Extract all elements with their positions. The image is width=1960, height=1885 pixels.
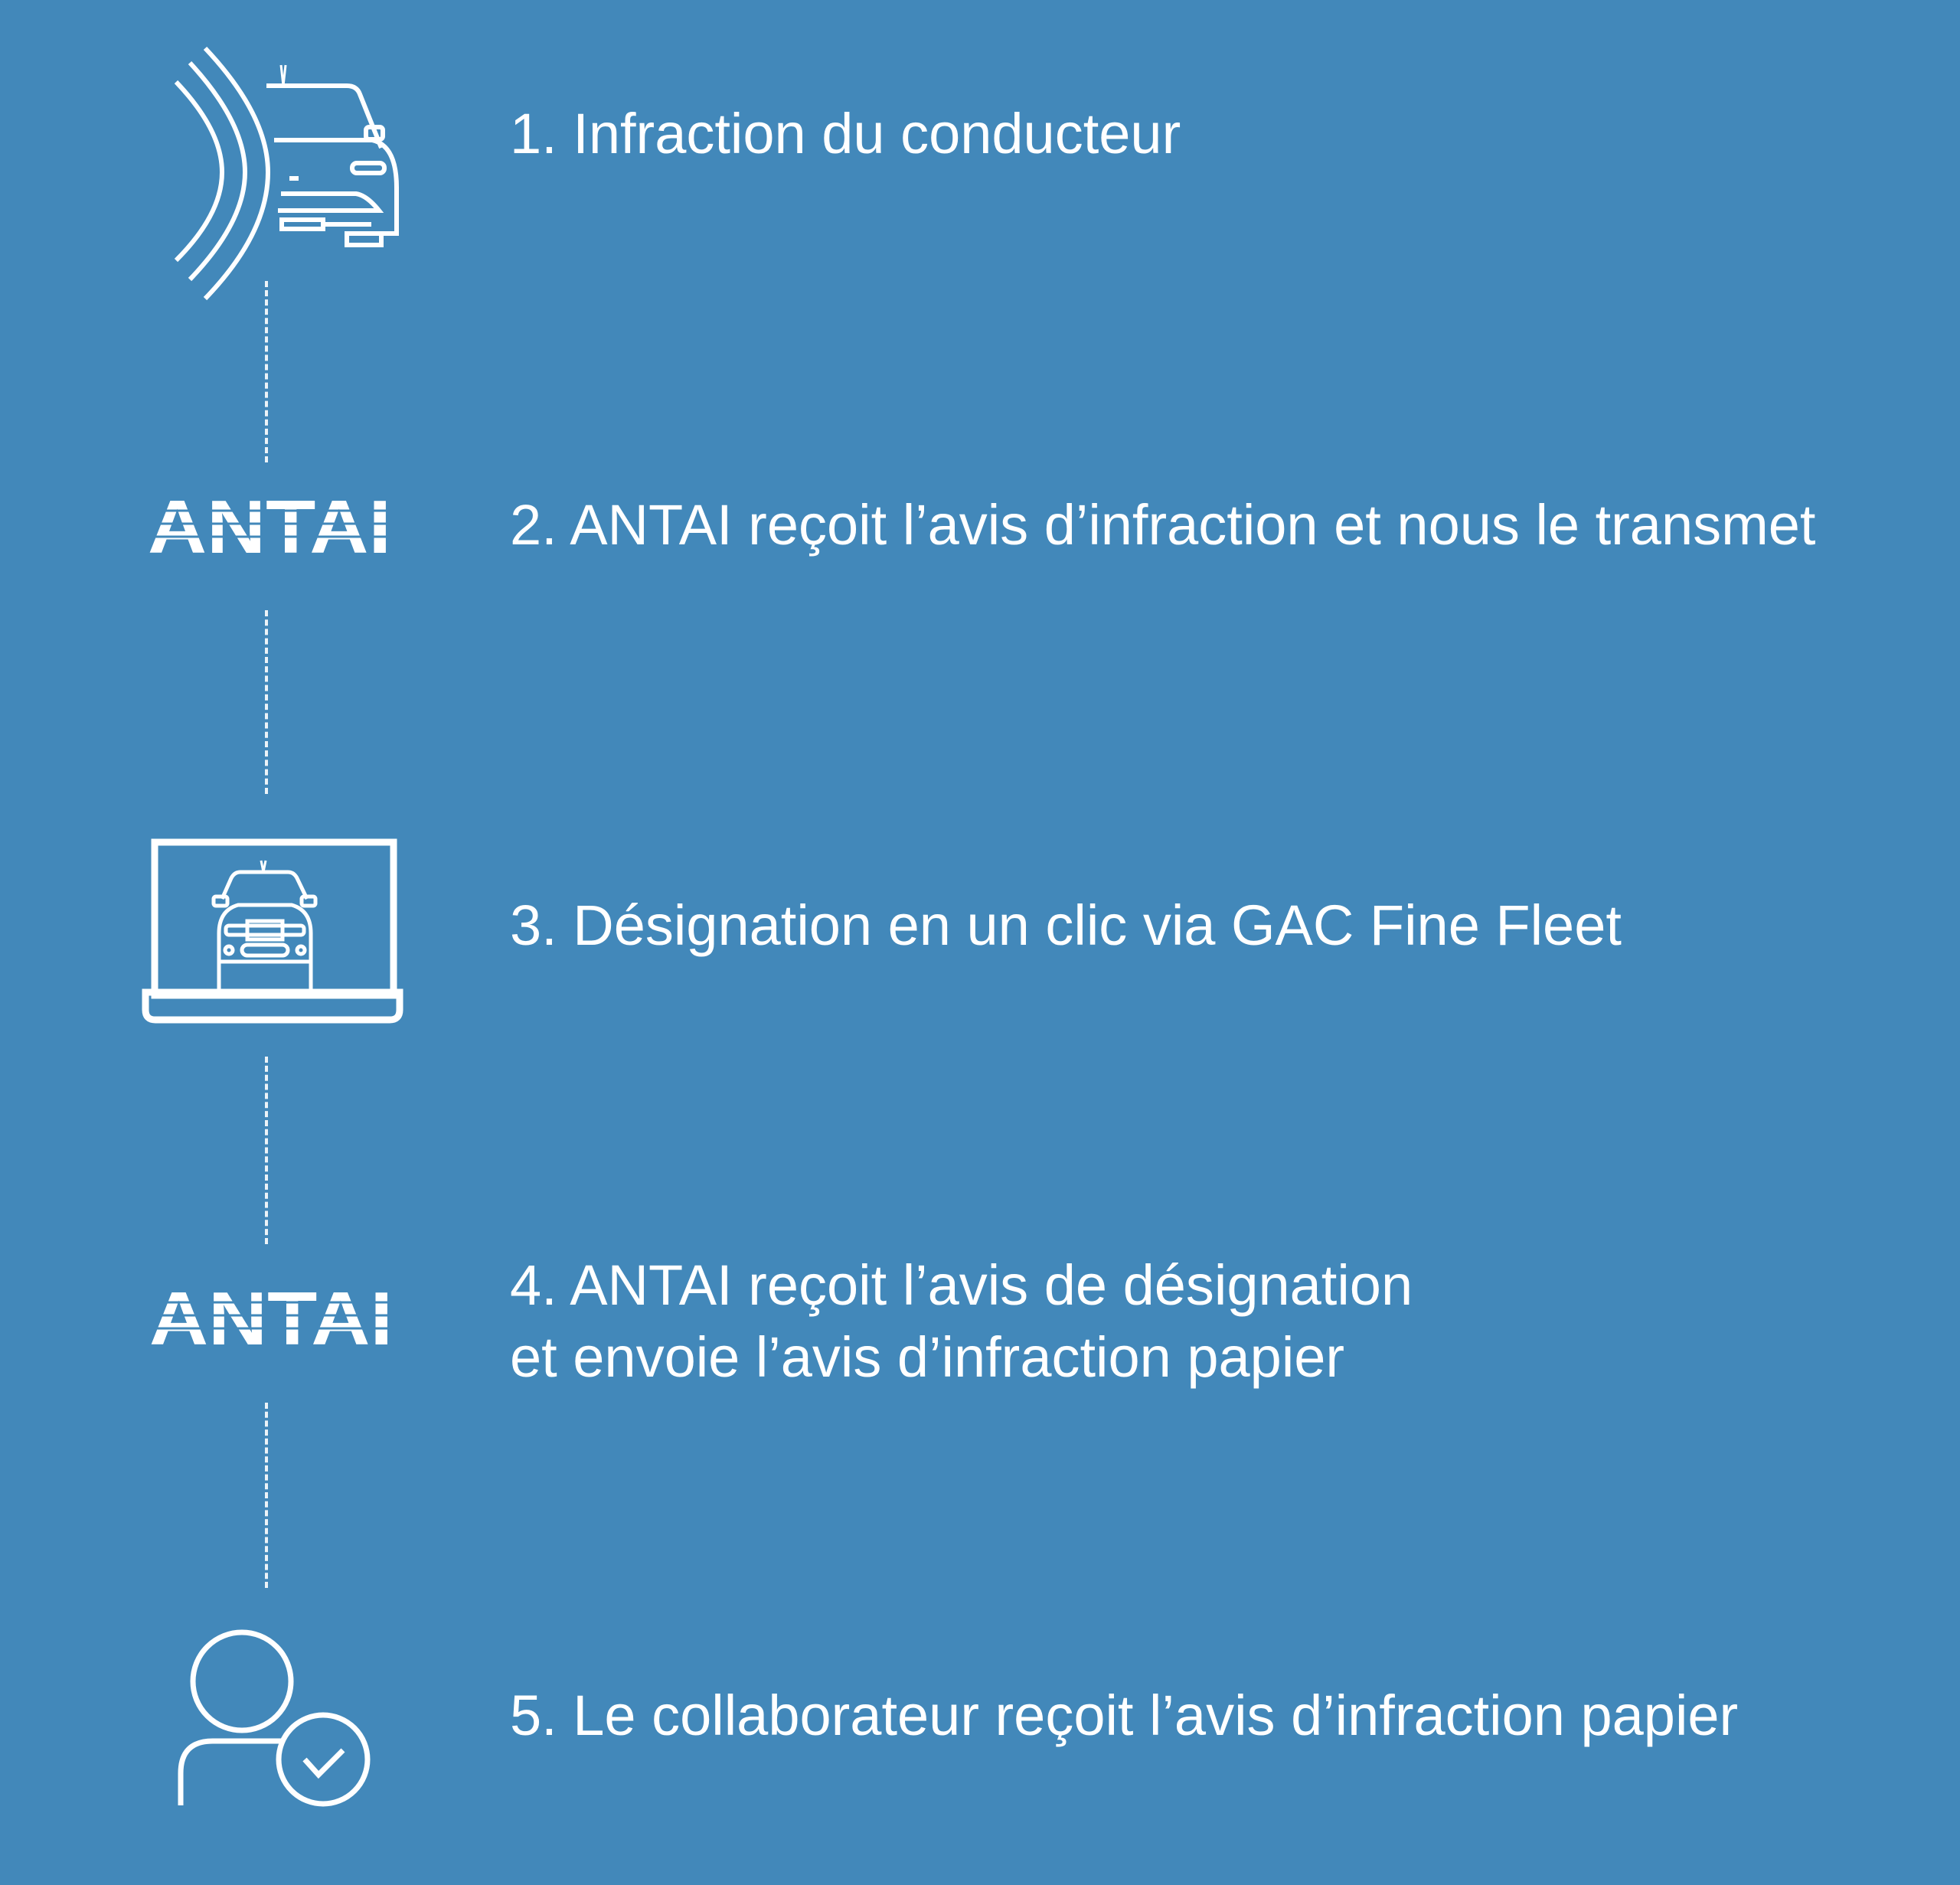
antai-logo: ANTAI (148, 485, 393, 569)
antai-logo: ANTAI (149, 1276, 394, 1361)
step-5-text: 5. Le collaborateur reçoit l’avis d’infr… (510, 1684, 1739, 1747)
step-4-text: 4. ANTAI reçoit l’avis de désignation et… (510, 1250, 1413, 1393)
connector-4-5 (265, 1403, 268, 1588)
svg-text:ANTAI: ANTAI (149, 1276, 393, 1361)
svg-text:ANTAI: ANTAI (148, 485, 391, 569)
speed-camera-car-icon (168, 46, 399, 301)
laptop-car-icon (142, 838, 403, 1024)
step-1-text: 1. Infraction du conducteur (510, 102, 1181, 165)
connector-1-2 (265, 281, 268, 462)
step-4-line-2: et envoie l’avis d’infraction papier (510, 1325, 1345, 1389)
step-2-text: 2. ANTAI reçoit l’avis d’infraction et n… (510, 493, 1816, 557)
connector-2-3 (265, 610, 268, 794)
user-check-icon (175, 1628, 375, 1811)
step-4-line-1: 4. ANTAI reçoit l’avis de désignation (510, 1253, 1413, 1317)
step-3-text: 3. Désignation en un clic via GAC Fine F… (510, 893, 1622, 957)
connector-3-4 (265, 1057, 268, 1244)
